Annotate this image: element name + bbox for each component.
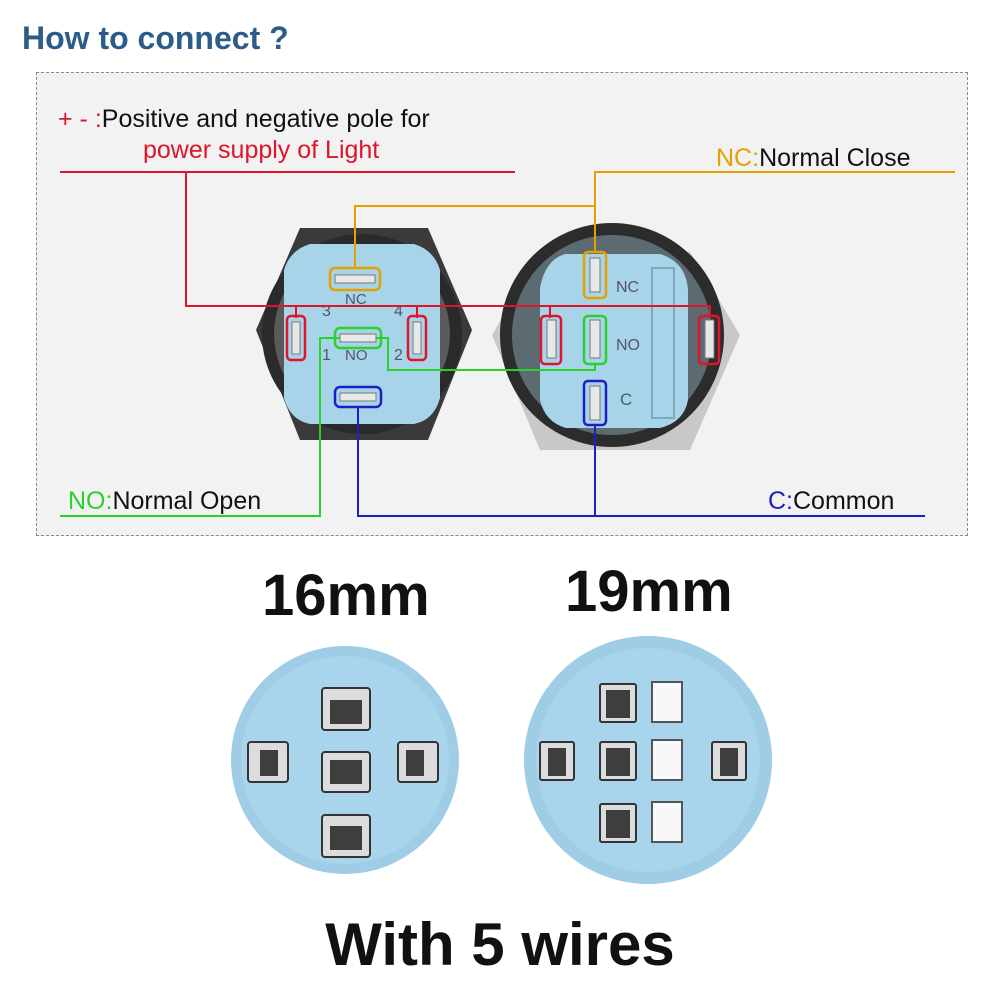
mark-19-nc: NC — [616, 279, 639, 296]
switch-19mm-front: NC NO C — [492, 223, 740, 450]
size-19mm: 19mm — [565, 559, 733, 624]
wiring-panel — [36, 72, 968, 536]
mark-16-2: 2 — [394, 347, 403, 364]
switch-16mm-front: 3 NC 4 1 NO 2 — [256, 228, 472, 440]
no-code: NO: — [68, 487, 113, 515]
mark-16-nc: NC — [345, 291, 367, 308]
socket-16mm — [231, 646, 459, 874]
nc-label-text: Normal Close — [759, 144, 911, 172]
nc-wires — [354, 171, 955, 268]
c-label: C:Common — [768, 487, 894, 516]
nc-code: NC: — [716, 144, 760, 172]
mark-16-4: 4 — [394, 303, 403, 320]
mark-19-no: NO — [616, 337, 640, 354]
nc-label: NC:Normal Close — [716, 144, 911, 173]
page-title: How to connect ? — [22, 20, 289, 56]
mark-16-3: 3 — [322, 303, 331, 320]
common-wires — [357, 407, 925, 517]
no-label-text: Normal Open — [112, 487, 262, 515]
mark-16-no: NO — [345, 347, 368, 364]
wire-count-caption: With 5 wires — [325, 911, 675, 978]
c-label-text: Common — [793, 487, 895, 515]
no-wires — [60, 337, 596, 517]
power-label-line2: power supply of Light — [143, 136, 380, 164]
power-wires — [60, 171, 711, 318]
mark-16-1: 1 — [322, 347, 331, 364]
power-symbol: + - : — [58, 105, 102, 133]
mark-19-c: C — [620, 390, 632, 409]
power-label: + - :Positive and negative pole for — [58, 105, 430, 134]
power-label-text: Positive and negative pole for — [101, 105, 430, 133]
size-16mm: 16mm — [262, 563, 430, 628]
no-label: NO:Normal Open — [68, 487, 261, 516]
c-code: C: — [768, 487, 793, 515]
socket-19mm — [524, 636, 772, 884]
